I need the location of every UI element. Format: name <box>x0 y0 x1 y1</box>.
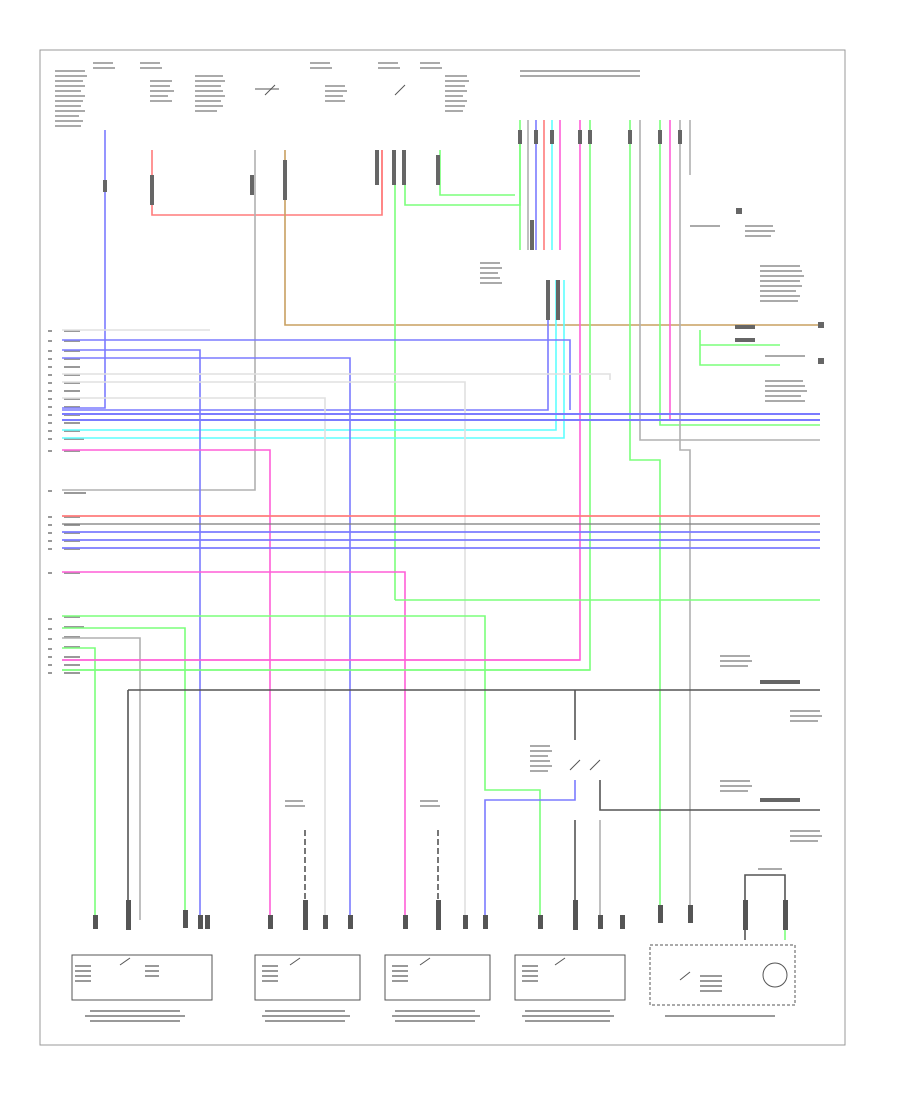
top-component-labels <box>55 62 822 870</box>
wire-red-top <box>151 150 383 216</box>
switch-right-front <box>554 957 566 966</box>
left-rear-door-lock-box <box>254 954 361 1001</box>
wire-tan-top <box>284 150 820 326</box>
luggage-lock-box <box>649 944 796 1006</box>
right-rear-door-lock-box <box>384 954 491 1001</box>
left-wire-labels <box>48 330 86 674</box>
right-front-door-lock-box <box>514 954 626 1001</box>
switch-left-rear <box>289 957 301 966</box>
switch-left-front <box>119 957 131 966</box>
bottom-component-labels <box>75 965 775 1022</box>
switch-top-2 <box>394 84 406 96</box>
wire-blue-top-left <box>62 130 106 409</box>
junction-switch <box>569 759 601 771</box>
switch-right-rear <box>419 957 431 966</box>
wires <box>62 120 820 940</box>
component-boxes <box>71 84 796 1006</box>
switch-luggage <box>679 971 691 981</box>
switch-top-1 <box>264 84 276 96</box>
connector-stubs <box>103 130 824 802</box>
diagram-frame <box>39 49 846 1046</box>
left-front-door-lock-box <box>71 954 213 1001</box>
wire-green-top-2 <box>404 130 521 206</box>
door-connectors <box>93 900 788 930</box>
luggage-lock-motor <box>762 962 788 988</box>
wire-gray-top <box>62 150 256 491</box>
wire-green-top-3 <box>439 150 515 196</box>
